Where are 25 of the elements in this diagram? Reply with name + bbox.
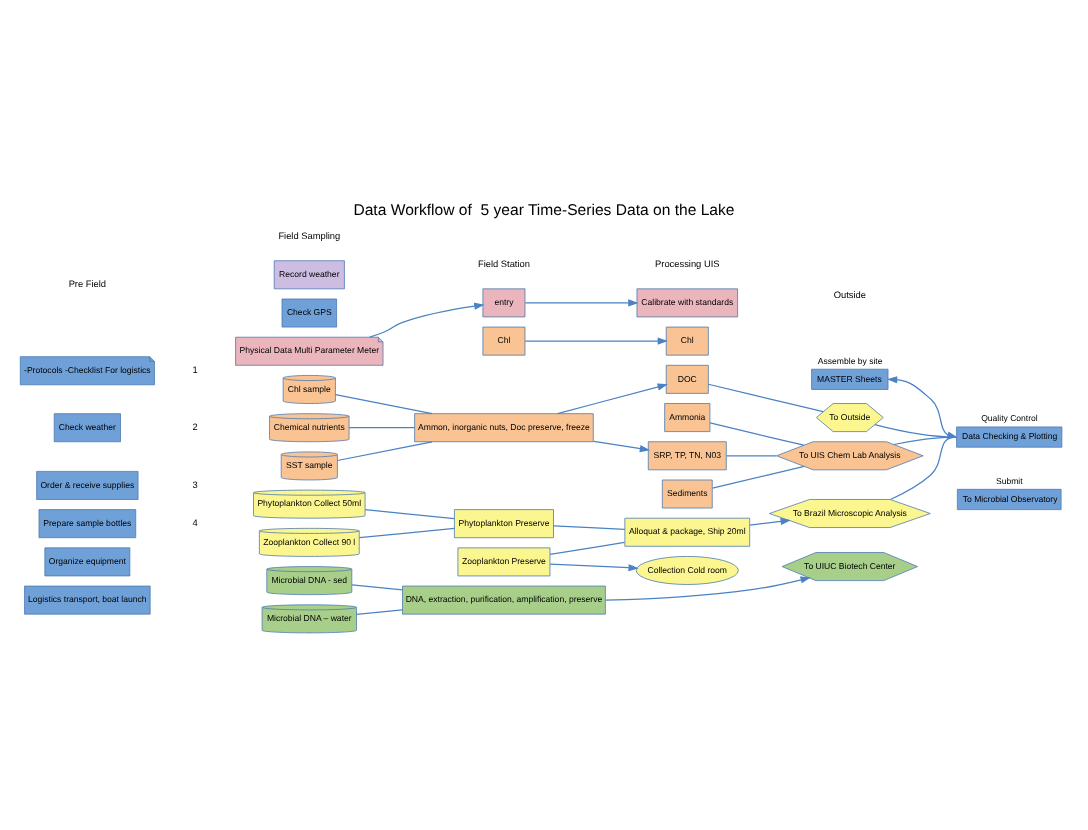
connector [355,608,404,614]
connector [348,426,416,428]
connector [336,440,433,461]
connector [874,423,957,437]
connector [711,464,805,488]
connector [553,524,626,529]
arrow [886,375,958,438]
connector [334,392,433,414]
connector [707,382,824,412]
arrow [556,382,668,414]
connector [889,435,957,500]
arrow [604,575,811,600]
arrow [524,336,668,344]
diagram-title: Data Workflow of 5 year Time-Series Data on the Lake [353,199,735,218]
arrow [592,439,651,452]
connector [709,421,805,445]
connector [549,540,626,555]
arrow [369,301,485,337]
connector [364,508,455,519]
arrow [549,562,639,571]
connector [351,583,404,590]
connector [725,454,777,456]
connector [358,526,455,538]
arrow [749,516,791,525]
arrow [524,298,639,306]
